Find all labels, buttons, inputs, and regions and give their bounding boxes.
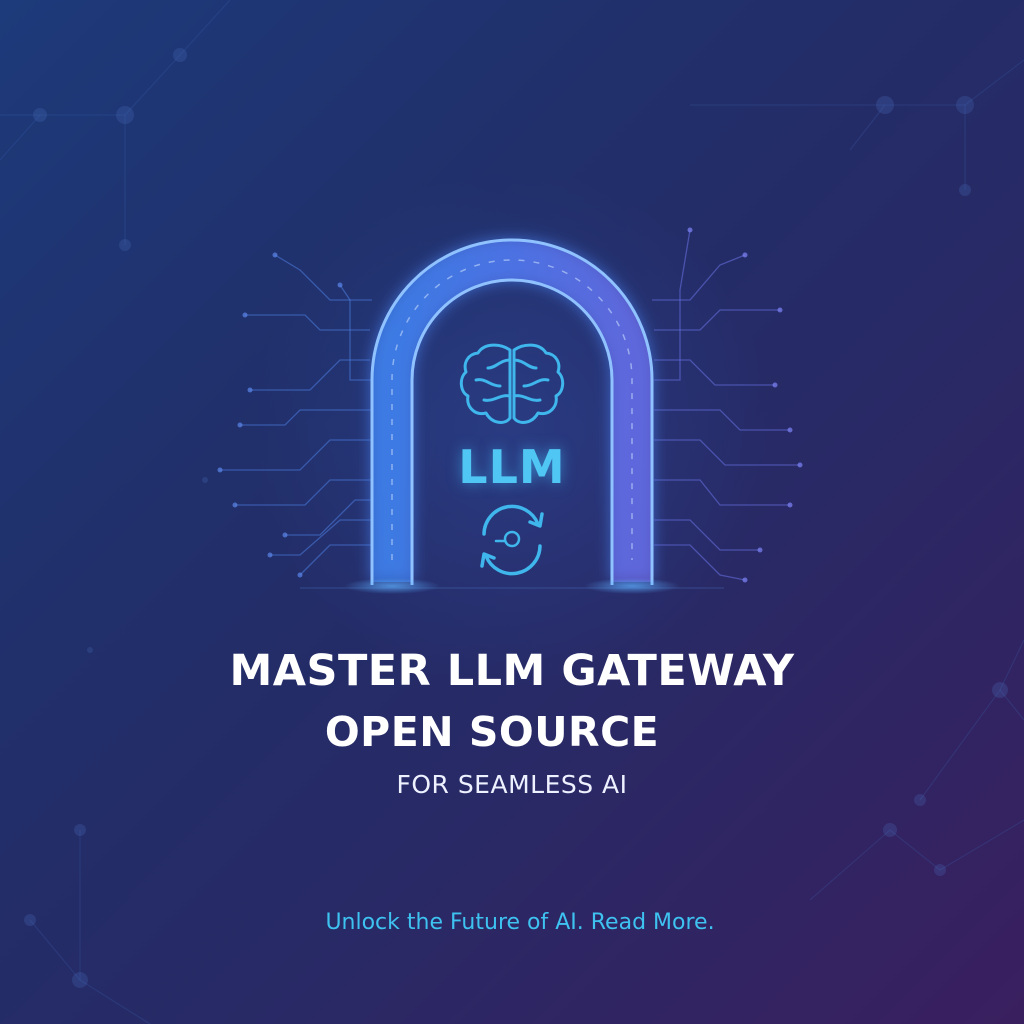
refresh-bulb-icon	[480, 504, 544, 576]
arch-llm-label: LLM	[458, 440, 566, 494]
read-more-link[interactable]: Unlock the Future of AI. Read More.	[325, 910, 715, 935]
circuit-traces-left	[220, 254, 372, 576]
circuit-nodes-left	[217, 252, 343, 578]
subtitle: FOR SEAMLESS AI	[396, 770, 628, 799]
headline-line-2: OPEN SOURCE	[324, 708, 660, 756]
circuit-traces-right	[652, 229, 800, 581]
headline-line-1: MASTER LLM GATEWAY	[229, 646, 795, 696]
circuit-nodes-right	[687, 227, 803, 583]
brain-icon	[459, 343, 565, 424]
